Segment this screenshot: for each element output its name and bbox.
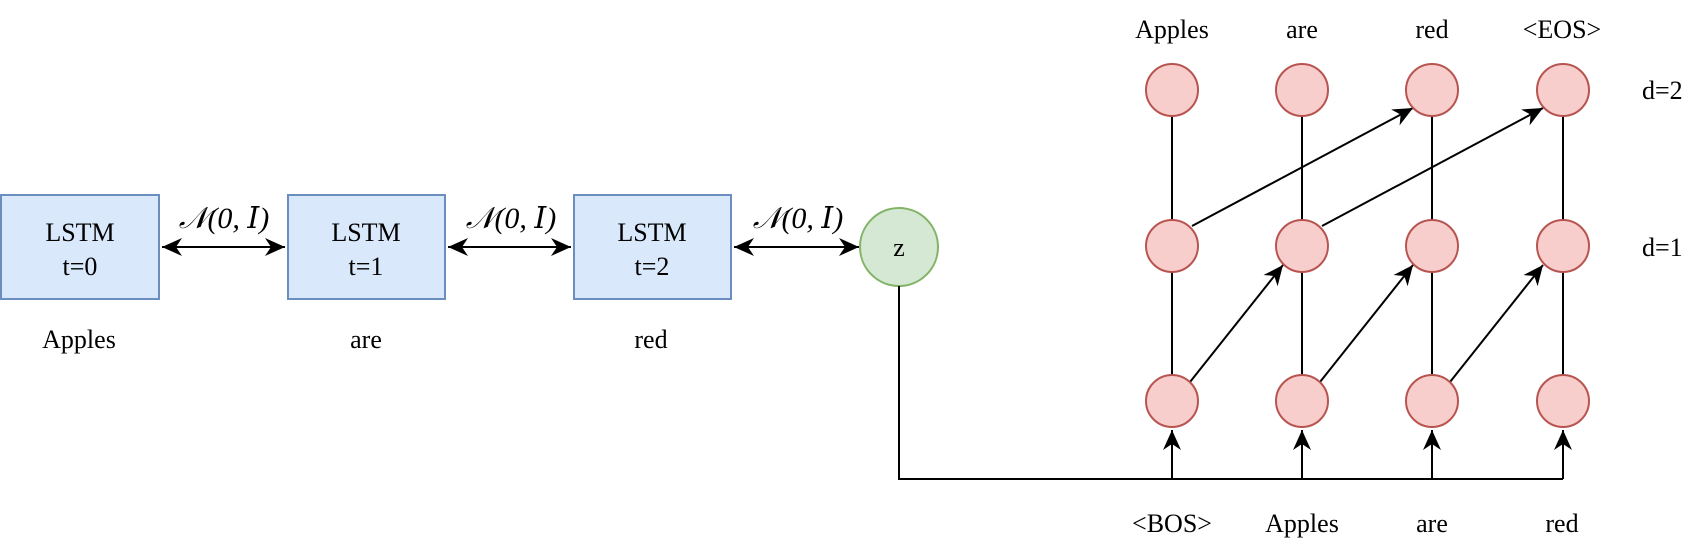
depth-label: d=2 (1642, 76, 1683, 105)
latent-z-label: z (893, 233, 905, 262)
decoder-node (1275, 374, 1329, 428)
decoder-node (1536, 374, 1590, 428)
noise-label: 𝒩(0, 𝐼) (753, 202, 844, 235)
input-token: are (1416, 509, 1448, 538)
decoder-node (1275, 63, 1329, 117)
depth-label: d=1 (1642, 233, 1683, 262)
skip-arrow-d2 (1321, 107, 1544, 227)
decoder-node (1536, 63, 1590, 117)
skip-arrow-d1 (1319, 264, 1414, 383)
lstm-step: t=1 (349, 252, 384, 281)
decoder-node (1275, 219, 1329, 273)
input-word: red (634, 325, 667, 354)
lstm-cell-t2: LSTM t=2 red (573, 194, 732, 354)
lstm-box (0, 194, 160, 300)
latent-bus-line (898, 286, 1563, 480)
lstm-cell-t0: LSTM t=0 Apples (0, 194, 160, 354)
decoder-node (1405, 219, 1459, 273)
lstm-step: t=0 (63, 252, 98, 281)
noise-label: 𝒩(0, 𝐼) (179, 202, 270, 235)
lstm-step: t=2 (635, 252, 670, 281)
decoder-node (1145, 219, 1199, 273)
lstm-name: LSTM (617, 218, 686, 247)
decoder-node (1405, 63, 1459, 117)
output-token: red (1415, 15, 1448, 44)
noise-label: 𝒩(0, 𝐼) (466, 202, 557, 235)
input-word: Apples (42, 325, 116, 354)
lstm-name: LSTM (331, 218, 400, 247)
decoder-nodes (1145, 63, 1590, 428)
decoder-node (1145, 63, 1199, 117)
decoder-edges (898, 107, 1572, 480)
lstm-box (573, 194, 732, 300)
output-token: are (1286, 15, 1318, 44)
decoder-node (1536, 219, 1590, 273)
output-token: <EOS> (1523, 15, 1601, 44)
input-token: Apples (1265, 509, 1339, 538)
output-token: Apples (1135, 15, 1209, 44)
skip-arrow-d1 (1189, 264, 1284, 383)
input-token: red (1545, 509, 1578, 538)
skip-arrow-d2 (1191, 107, 1414, 227)
input-token: <BOS> (1132, 509, 1212, 538)
lstm-name: LSTM (45, 218, 114, 247)
encoder: LSTM t=0 Apples LSTM t=1 are LSTM t=2 re… (0, 194, 939, 354)
decoder-node (1145, 374, 1199, 428)
decoder-node (1405, 374, 1459, 428)
decoder-labels: Apples are red <EOS> <BOS> Apples are re… (1132, 15, 1683, 538)
lstm-cell-t1: LSTM t=1 are (287, 194, 446, 354)
lstm-box (287, 194, 446, 300)
input-word: are (350, 325, 382, 354)
skip-arrow-d1 (1449, 264, 1544, 383)
